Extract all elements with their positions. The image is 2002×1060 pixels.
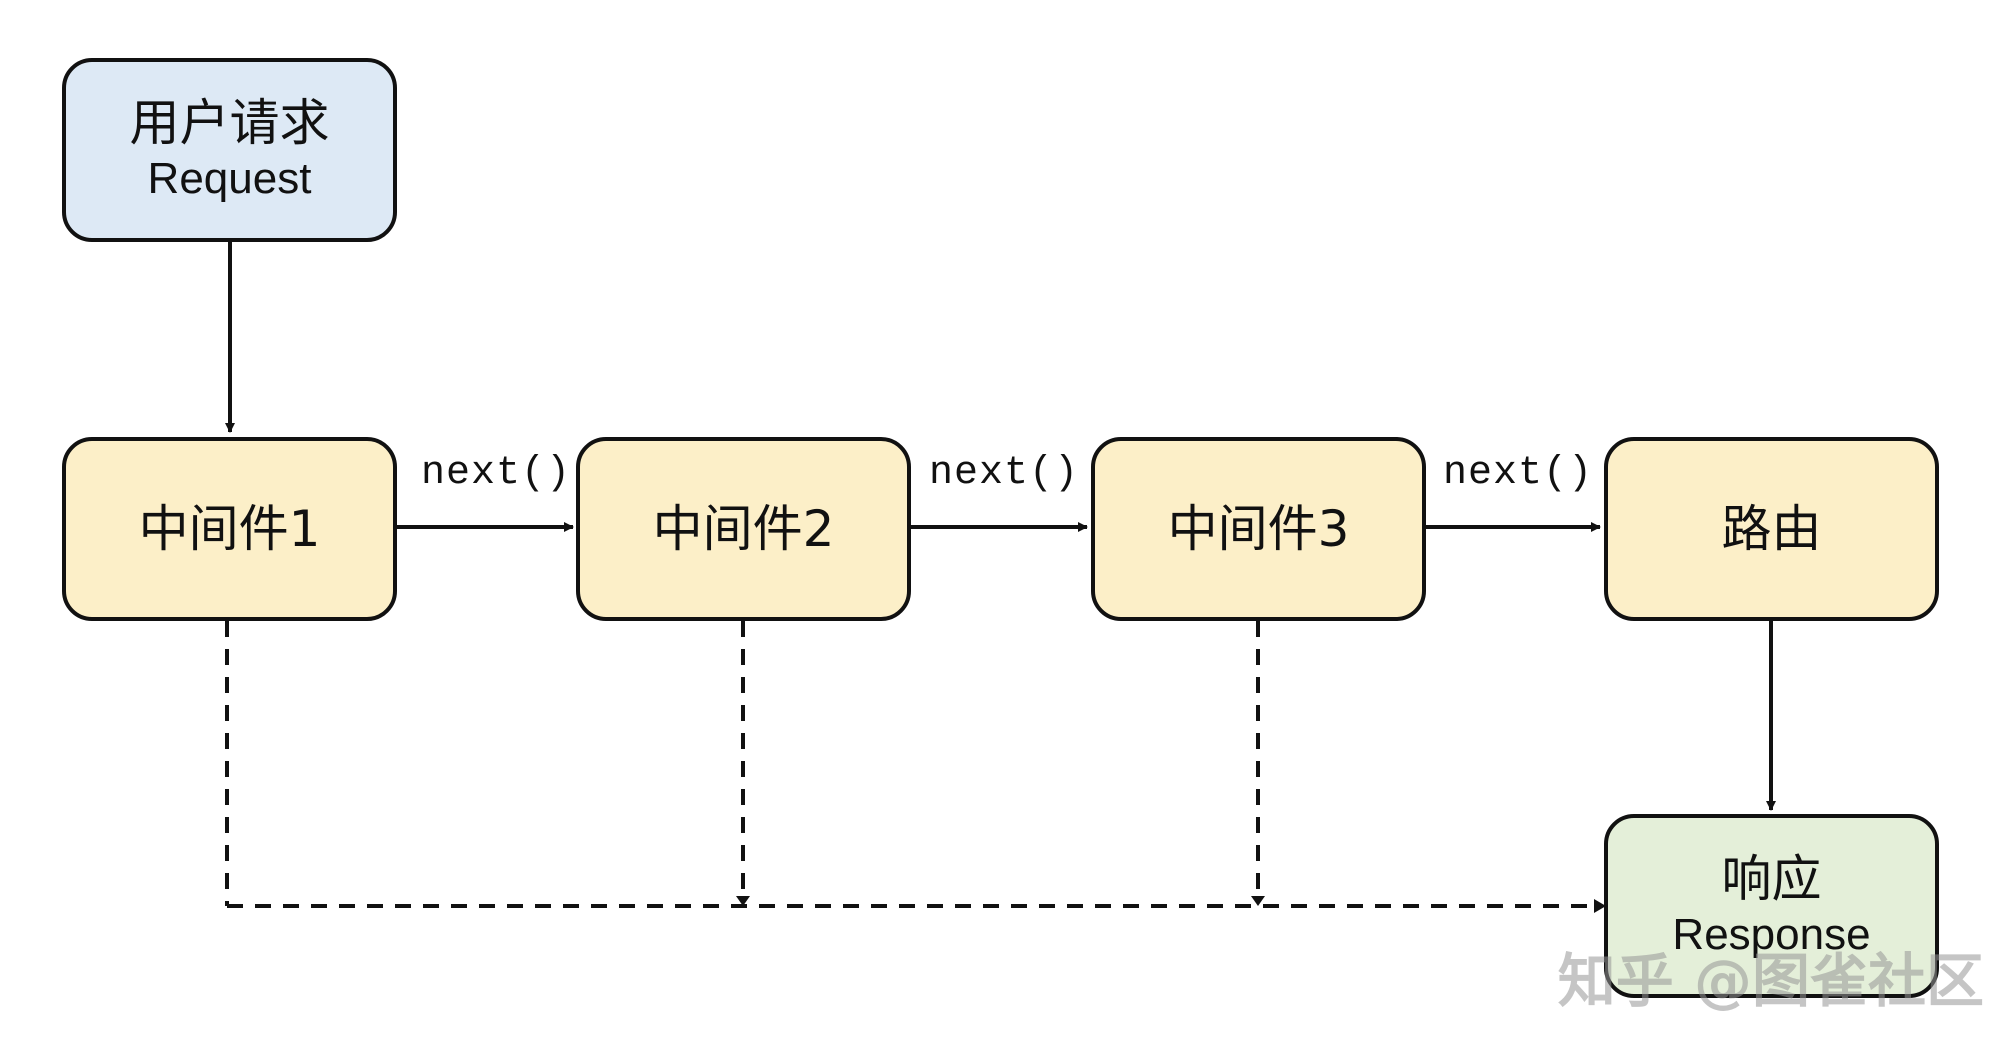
next-label-1: next() [421,451,572,496]
arrowhead-response-join [1594,899,1606,913]
response-node: 响应 Response [1604,814,1939,998]
response-subtitle: Response [1672,910,1871,959]
middleware2-node: 中间件2 [576,437,911,621]
middleware3-node: 中间件3 [1091,437,1426,621]
request-subtitle: Request [147,154,312,203]
next-label-2: next() [929,451,1080,496]
middleware2-label: 中间件2 [652,500,835,558]
response-title: 响应 [1721,850,1822,908]
arrowhead-middleware2-join [736,896,750,906]
middleware1-label: 中间件1 [138,500,321,558]
middleware1-node: 中间件1 [62,437,397,621]
watermark-text: 知乎 @图雀社区 [1557,947,1984,1015]
next-label-3: next() [1443,451,1594,496]
dashed-return-paths [225,621,1596,908]
request-node: 用户请求 Request [62,58,397,242]
router-node: 路由 [1604,437,1939,621]
arrowhead-middleware3-join [1251,896,1265,906]
request-title: 用户请求 [129,94,330,152]
router-label: 路由 [1721,500,1822,558]
middleware3-label: 中间件3 [1167,500,1350,558]
